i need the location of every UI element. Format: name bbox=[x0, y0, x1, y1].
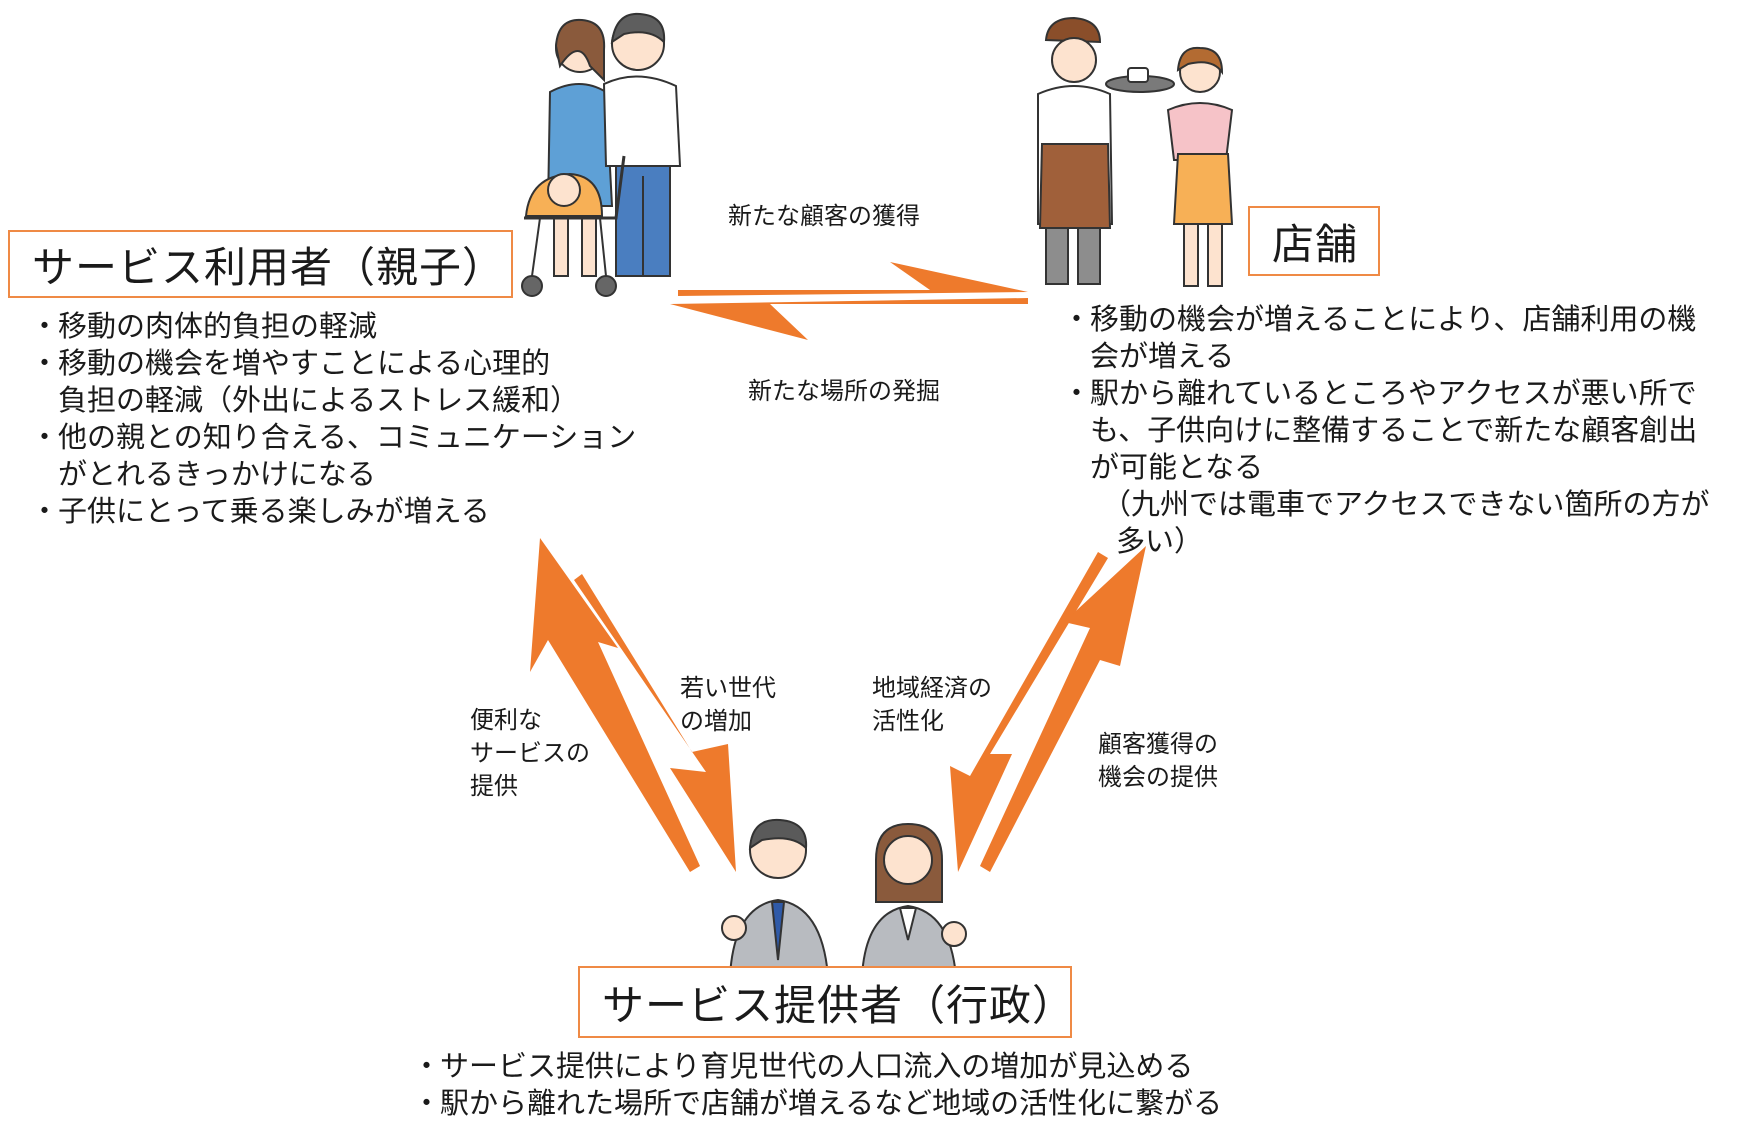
store-note: （九州では電車でアクセスできない箇所の方が多い） bbox=[1102, 487, 1710, 558]
provider-title: サービス提供者（行政） bbox=[578, 966, 1076, 1038]
provider-bullet-1: サービス提供により育児世代の人口流入の増加が見込める bbox=[412, 1048, 1222, 1085]
provider-title-text: サービス提供者（行政） bbox=[602, 980, 1076, 1030]
user-title-text: サービス利用者（親子） bbox=[32, 242, 506, 292]
flow-label-provider-to-store: 顧客獲得の 機会の提供 bbox=[1098, 730, 1218, 791]
arrow-provider-to-user bbox=[530, 538, 700, 872]
family-with-stroller-icon bbox=[521, 12, 682, 297]
flow-label-store-to-provider: 地域経済の 活性化 bbox=[872, 674, 992, 735]
arrow-provider-to-store bbox=[980, 546, 1146, 872]
arrow-user-to-store bbox=[678, 262, 1028, 296]
user-bullet-1: 移動の肉体的負担の軽減 bbox=[30, 308, 636, 345]
user-bullet-4: 子供にとって乗る楽しみが増える bbox=[30, 493, 636, 530]
provider-bullets: サービス提供により育児世代の人口流入の増加が見込める 駅から離れた場所で店舗が増… bbox=[412, 1048, 1222, 1122]
flow-label-provider-to-user: 便利な サービスの 提供 bbox=[470, 706, 590, 800]
store-title-text: 店舗 bbox=[1272, 219, 1359, 269]
store-staff-icon bbox=[1037, 16, 1234, 287]
flow-label-user-to-store: 新たな顧客の獲得 bbox=[728, 202, 920, 230]
flow-label-user-to-provider: 若い世代 の増加 bbox=[680, 674, 776, 735]
store-title: 店舗 bbox=[1248, 206, 1380, 276]
arrow-store-to-provider bbox=[950, 552, 1108, 872]
user-bullets: 移動の肉体的負担の軽減 移動の機会を増やすことによる心理的負担の軽減（外出による… bbox=[30, 308, 636, 530]
arrow-store-to-user bbox=[670, 298, 1028, 340]
store-bullet-2: 駅から離れているところやアクセスが悪い所でも、子供向けに整備することで新たな顧客… bbox=[1062, 375, 1710, 486]
user-title: サービス利用者（親子） bbox=[8, 230, 513, 298]
provider-bullet-2: 駅から離れた場所で店舗が増えるなど地域の活性化に繋がる bbox=[412, 1085, 1222, 1122]
government-officials-icon bbox=[721, 818, 967, 976]
arrow-user-to-provider bbox=[574, 574, 736, 872]
flow-label-store-to-user: 新たな場所の発掘 bbox=[748, 377, 940, 405]
